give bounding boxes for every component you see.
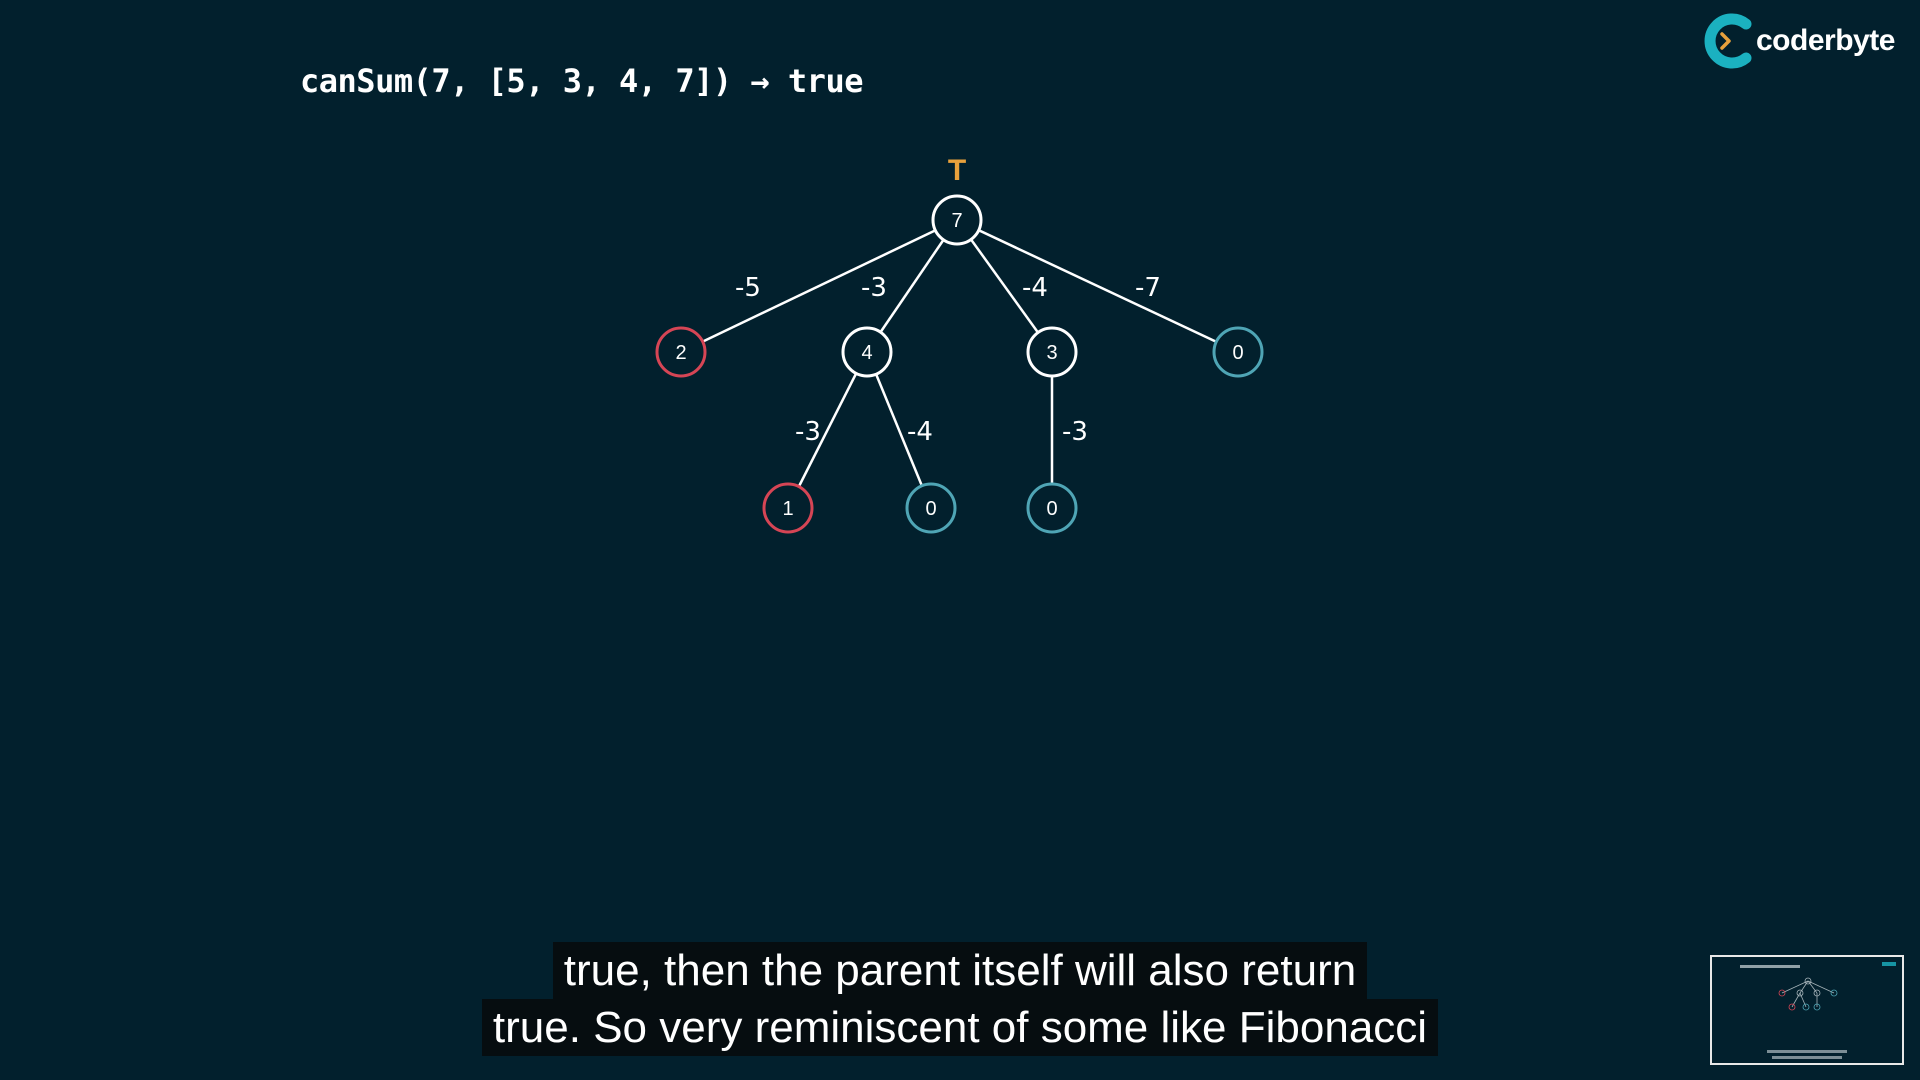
edge-label: -7 [1135,273,1161,303]
tree-node-circle [931,194,983,246]
tree-node-circle [1026,482,1078,534]
thumbnail-preview-icon [1740,962,1896,1059]
tree-node-value: 7 [951,210,962,232]
edge-label: -3 [1062,417,1088,447]
tree-edge [955,219,1054,353]
tree-nodes: 7 2 4 3 0 1 0 0 [655,194,1264,534]
tree-edge [956,218,1239,354]
tree-edges [680,218,1239,509]
root-true-mark: T [948,154,966,187]
subtitle-line-2: true. So very reminiscent of some like F… [481,999,1439,1056]
tree-edge-labels: -5 -3 -4 -7 -3 -4 -3 [735,273,1161,447]
tree-node-normal: 4 [841,326,893,378]
tree-node-value: 3 [1046,342,1057,364]
tree-node-circle [905,482,957,534]
recursion-tree-diagram: -5 -3 -4 -7 -3 -4 -3 7 2 4 3 0 1 0 0 T [655,154,1264,534]
subtitle-line-1: true, then the parent itself will also r… [552,942,1368,999]
tree-node-failed: 2 [655,326,707,378]
tree-node-circle [1026,326,1078,378]
tree-node-value: 0 [1046,498,1057,520]
edge-label: -3 [861,273,887,303]
tree-edge [865,351,933,509]
video-preview-thumbnail[interactable] [1710,955,1904,1065]
tree-node-circle [762,482,814,534]
tree-node-value: 2 [675,342,686,364]
subtitles: true, then the parent itself will also r… [0,942,1920,1056]
tree-node-value: 0 [925,498,936,520]
tree-edge [786,351,869,509]
tree-node-failed: 1 [762,482,814,534]
brand-logo: coderbyte [1702,12,1912,70]
tree-node-normal: 7 [931,194,983,246]
tree-node-value: 1 [782,498,793,520]
edge-label: -4 [1022,273,1048,303]
tree-edge [680,218,958,354]
tree-node-value: 4 [861,342,872,364]
tree-node-circle [841,326,893,378]
tree-edge [865,219,959,353]
tree-node-success: 0 [905,482,957,534]
edge-label: -3 [795,417,821,447]
edge-label: -5 [735,273,761,303]
tree-node-value: 0 [1232,342,1243,364]
brand-name: coderbyte [1756,24,1895,57]
tree-node-circle [1212,326,1264,378]
tree-node-success: 0 [1026,482,1078,534]
tree-node-circle [655,326,707,378]
tree-node-normal: 3 [1026,326,1078,378]
coderbyte-logo-icon [1704,13,1752,69]
edge-label: -4 [907,417,933,447]
tree-node-success: 0 [1212,326,1264,378]
page-title: canSum(7, [5, 3, 4, 7]) → true [300,62,863,100]
